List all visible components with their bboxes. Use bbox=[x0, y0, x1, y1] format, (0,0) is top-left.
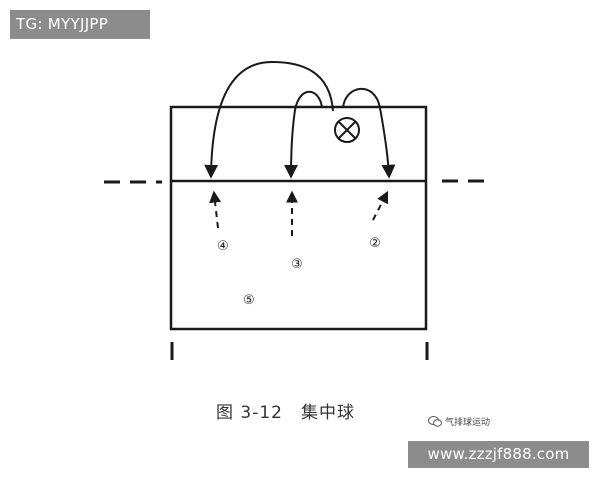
pass-arrow-to-4 bbox=[204, 60, 334, 179]
player-4: ④ bbox=[217, 239, 229, 254]
player-3: ③ bbox=[291, 257, 303, 272]
approach-arrow-2 bbox=[372, 190, 389, 221]
tg-badge: TG: MYYJJPP bbox=[10, 10, 150, 39]
url-badge: www.zzzjf888.com bbox=[408, 441, 589, 468]
pass-arrow-to-3 bbox=[284, 90, 323, 179]
watermark-text: 气排球运动 bbox=[445, 418, 491, 428]
figure-caption: 图 3-12 集中球 bbox=[216, 398, 355, 423]
player-2: ② bbox=[369, 236, 381, 251]
caption-number: 图 3-12 bbox=[216, 403, 283, 423]
caption-title: 集中球 bbox=[301, 403, 355, 423]
ball-cross-circle-icon bbox=[334, 117, 360, 143]
pass-arrow-to-2 bbox=[342, 87, 396, 179]
watermark: 气排球运动 bbox=[428, 415, 490, 428]
player-5: ⑤ bbox=[243, 293, 255, 308]
court-outline bbox=[169, 105, 428, 331]
wechat-icon bbox=[428, 416, 442, 427]
approach-arrow-4 bbox=[209, 190, 222, 229]
